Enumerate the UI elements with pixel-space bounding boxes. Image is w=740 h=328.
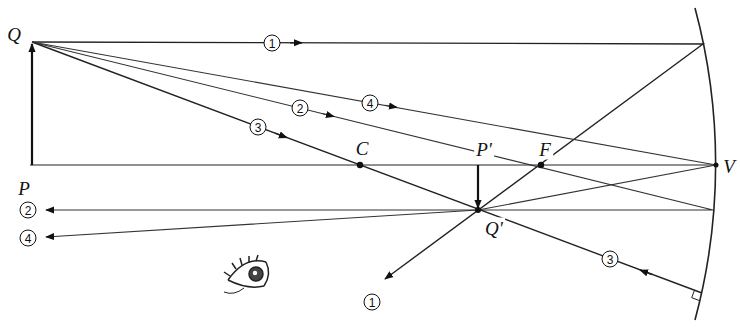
focus-point	[538, 162, 544, 168]
ray-arrow	[290, 42, 302, 43]
point-label: C	[354, 138, 371, 159]
center-point	[357, 162, 363, 168]
callout-number: 2	[292, 100, 309, 117]
ray-1	[32, 42, 703, 279]
right-angle-mark	[692, 290, 700, 300]
object-arrow	[31, 44, 33, 165]
principal-axis	[30, 165, 716, 166]
ray-arrow	[640, 270, 652, 275]
point-label: F	[537, 139, 553, 160]
ray-4	[32, 42, 716, 237]
callout-number: 1	[264, 35, 281, 52]
callout-number: 3	[250, 119, 267, 136]
eye-sketch	[224, 255, 269, 293]
point-label: V	[721, 156, 737, 177]
ray-arrow	[275, 133, 287, 138]
image-point	[475, 207, 481, 213]
point-label: P'	[474, 139, 494, 160]
callout-number: 2	[20, 202, 37, 219]
point-label: Q	[5, 24, 23, 45]
ray-arrow	[385, 105, 397, 107]
image-arrow	[477, 165, 479, 208]
callout-number: 1	[364, 294, 381, 311]
callout-number: 4	[20, 230, 37, 247]
callout-number: 4	[362, 95, 379, 112]
ray-3	[32, 42, 702, 293]
point-label: Q'	[483, 218, 505, 239]
point-label: P	[16, 178, 32, 199]
vertex-point	[714, 163, 719, 168]
callout-number: 3	[602, 251, 619, 268]
ray-arrow	[322, 114, 334, 117]
